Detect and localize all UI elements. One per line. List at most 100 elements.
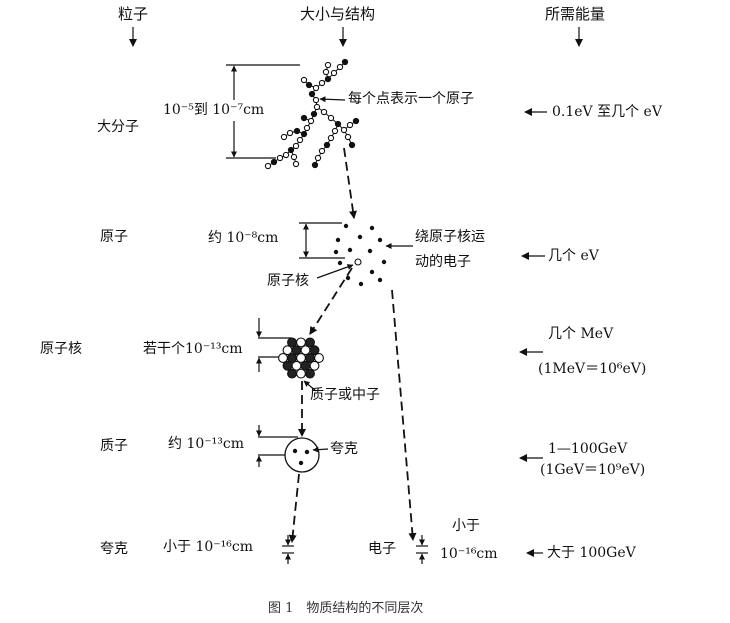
size-label-nucleus: 若干个10⁻¹³cm xyxy=(143,341,243,357)
energy-label-macromolecule: 0.1eV 至几个 eV xyxy=(552,104,662,120)
dashed-arrow-atom-to-electron xyxy=(391,289,417,541)
atom-dot xyxy=(324,61,332,69)
nucleon xyxy=(309,360,320,371)
atom-dot xyxy=(312,96,320,104)
header-energy: 所需能量 xyxy=(545,5,606,23)
annotation-electron-size-line2: 10⁻¹⁶cm xyxy=(440,546,498,562)
nucleon xyxy=(305,368,315,379)
electron-dot xyxy=(358,281,364,287)
proton-outline xyxy=(284,437,320,473)
electron-dot xyxy=(357,234,363,240)
atom-cloud xyxy=(333,223,387,287)
electron-dot xyxy=(333,249,339,255)
atom-dot xyxy=(311,161,319,169)
energy-label-atom: 几个 eV xyxy=(548,248,599,264)
macromolecule-size-bracket xyxy=(226,64,300,159)
nucleon xyxy=(305,337,315,348)
size-label-proton: 约 10⁻¹³cm xyxy=(168,436,244,452)
atom-dot xyxy=(336,63,344,71)
atom-dot xyxy=(314,154,322,162)
electron-dot xyxy=(381,259,387,265)
atom-dot xyxy=(264,162,272,170)
atom-dot xyxy=(327,114,335,122)
atom-dot xyxy=(276,154,284,162)
energy-label-proton: 1—100GeV xyxy=(548,441,628,457)
nucleus-cluster xyxy=(278,337,324,379)
figure-caption: 图 1 物质结构的不同层次 xyxy=(268,601,424,616)
particle-label-macromolecule: 大分子 xyxy=(97,119,139,135)
atom-dot xyxy=(296,136,304,144)
atom-dot xyxy=(346,121,354,129)
atom-dot xyxy=(348,141,356,149)
atom-dot xyxy=(307,117,315,125)
atom-dot xyxy=(340,126,348,134)
energy-label-nucleus: 几个 MeV xyxy=(548,326,614,342)
electron-dot xyxy=(347,247,353,253)
particle-label-quark: 夸克 xyxy=(100,541,128,557)
electron-dot xyxy=(369,269,375,275)
dashed-arrow-atom-to-nucleus xyxy=(309,267,353,335)
atom-dot xyxy=(344,133,352,141)
pointer-protons-or-neutrons xyxy=(303,380,317,392)
size-label-atom: 约 10⁻⁸cm xyxy=(208,230,279,246)
molecule-bond xyxy=(283,130,305,138)
annotation-molecule-dots: 每个点表示一个原子 xyxy=(348,91,474,107)
atom-dot xyxy=(305,81,313,89)
quark-dot xyxy=(298,460,304,466)
nucleus-size-bracket xyxy=(256,318,292,372)
annotation-protons-or-neutrons: 质子或中子 xyxy=(310,387,380,403)
atom-dot xyxy=(341,58,349,66)
particle-label-proton: 质子 xyxy=(100,438,128,454)
atom-dot xyxy=(293,127,301,135)
atom-dot xyxy=(318,147,326,155)
atomic-nucleus-dot xyxy=(354,258,362,266)
nucleon xyxy=(309,345,320,356)
dashed-arrow-molecule-to-atom xyxy=(343,147,357,219)
pointer-quarks xyxy=(312,446,329,453)
energy-note-nucleus: (1MeV＝10⁶eV) xyxy=(538,361,647,377)
electron-dot xyxy=(377,277,383,283)
energy-note-proton: (1GeV＝10⁹eV) xyxy=(540,462,646,478)
atom-dot xyxy=(331,127,339,135)
electron-dot xyxy=(343,223,349,229)
annotation-atomic-nucleus: 原子核 xyxy=(267,273,309,289)
atom-dot xyxy=(308,90,316,98)
annotation-electron: 电子 xyxy=(368,541,396,557)
atom-dot xyxy=(323,141,331,149)
atom-dot xyxy=(300,114,308,122)
nucleon xyxy=(314,353,324,363)
proton xyxy=(284,437,320,473)
nucleon xyxy=(296,368,306,379)
particle-label-nucleus: 原子核 xyxy=(40,341,82,357)
atom-dot xyxy=(322,68,330,76)
atom-dot xyxy=(334,120,342,128)
atom-dot xyxy=(300,76,308,84)
quark-size-bracket xyxy=(282,535,294,564)
atom-dot xyxy=(282,151,290,159)
electron-dot xyxy=(337,260,343,266)
atom-dot xyxy=(313,103,321,111)
atom-dot xyxy=(300,130,308,138)
macromolecule-chain xyxy=(264,58,360,170)
atom-dot xyxy=(320,108,328,116)
annotation-orbiting-electrons-line2: 动的电子 xyxy=(415,254,471,270)
quark-dot xyxy=(304,449,310,455)
atom-dot xyxy=(312,84,320,92)
energy-label-quark: 大于 100GeV xyxy=(547,545,636,561)
annotation-quarks: 夸克 xyxy=(330,441,358,457)
atom-dot xyxy=(310,110,318,118)
electron-dot xyxy=(367,248,373,254)
proton-size-bracket xyxy=(256,425,298,467)
annotation-electron-size-line1: 小于 xyxy=(452,518,480,534)
molecule-bond xyxy=(267,61,346,167)
size-label-quark: 小于 10⁻¹⁶cm xyxy=(163,539,253,555)
atom-dot xyxy=(324,75,332,83)
atom-dot xyxy=(292,160,300,168)
atom-dot xyxy=(318,79,326,87)
header-size-structure: 大小与结构 xyxy=(300,5,376,23)
header-particle: 粒子 xyxy=(118,5,149,23)
electron-dot xyxy=(335,237,341,243)
atom-dot xyxy=(327,134,335,142)
